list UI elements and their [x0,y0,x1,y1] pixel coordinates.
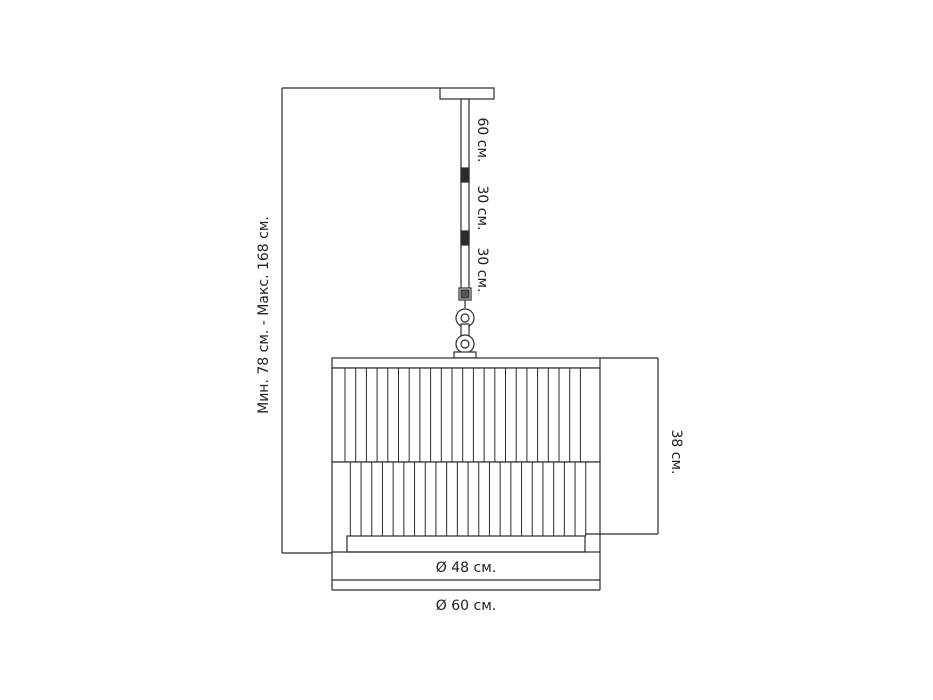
shade-height-dimension [585,357,659,535]
diameter-dimensions [331,552,601,591]
inner-diameter-label: Ø 48 см. [436,560,496,576]
bottom-ring [346,535,586,553]
ceiling-canopy [439,87,495,100]
rod-bottom-label: 30 см. [474,248,490,293]
shade-height-label: 38 см. [668,430,684,475]
shade-crystal-strips [344,368,587,536]
suspension-rod [458,98,472,301]
rod-top-label: 60 см. [474,118,490,163]
height-range-label: Мин. 78 см. - Макс. 168 см. [256,216,272,414]
rod-mid-label: 30 см. [474,186,490,231]
connector-links [453,300,477,359]
outer-diameter-label: Ø 60 см. [436,598,496,614]
height-range-dimension [281,87,440,554]
